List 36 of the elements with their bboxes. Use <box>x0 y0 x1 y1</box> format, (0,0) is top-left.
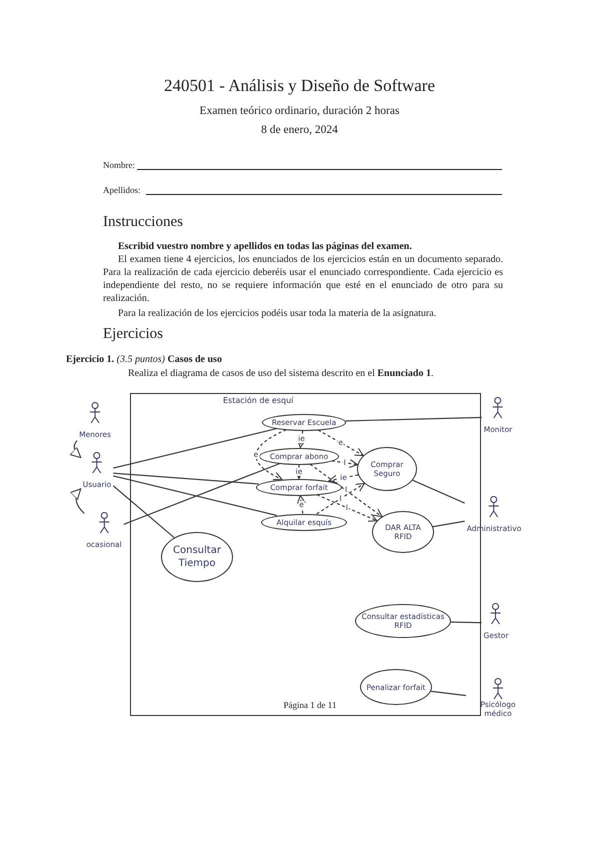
association-line <box>412 480 465 504</box>
page-number: Página 1 de 11 <box>282 700 338 712</box>
page-title: 240501 - Análisis y Diseño de Software <box>162 76 436 96</box>
field-label: Apellidos: <box>103 185 140 197</box>
exercise-heading: Ejercicio 1. (3.5 puntos) Casos de uso <box>66 353 223 366</box>
dependency-arrow <box>296 430 306 448</box>
date-text: 8 de enero, 2024 <box>260 123 339 138</box>
dependency-arrow <box>316 482 365 514</box>
section-heading: Instrucciones <box>103 213 184 232</box>
exercise-instruction: Realiza el diagrama de casos de uso del sistema descrito en el Enunciado 1. <box>128 367 434 380</box>
generalization-arrow <box>70 488 85 514</box>
dependency-arrow <box>296 495 306 514</box>
field-label: Nombre: <box>103 160 135 172</box>
subtitle: Examen teórico ordinario, duración 2 horas <box>198 104 400 119</box>
instruction-text: Para la realización de los ejercicios podéis usar toda la materia de la asignatura. <box>118 307 438 320</box>
dependency-arrow <box>256 429 286 480</box>
association-line <box>113 475 277 516</box>
association-line <box>112 485 175 538</box>
dependency-arrow <box>328 474 358 484</box>
association-line <box>113 472 259 485</box>
association-line <box>123 462 280 525</box>
generalization-arrow <box>70 440 82 458</box>
association-line <box>346 416 482 422</box>
dependency-arrow <box>332 459 358 468</box>
instruction-text: Escribid vuestro nombre y apellidos en todas las páginas del examen. <box>118 240 413 253</box>
dependency-arrow <box>316 494 378 522</box>
dependency-arrow <box>318 430 364 456</box>
association-line <box>432 520 465 528</box>
dependency-arrow <box>294 464 304 479</box>
association-line <box>430 690 466 696</box>
instruction-text: El examen tiene 4 ejercicios, los enunciados de los ejercicios están en un documento separado. Para la realización de cada ejercicio deberéis usar el enunciado correspondiente. Cada ejercicio es independiente del resto, no se requiere información que esté en el enunciado de otro para su realización. <box>103 253 503 305</box>
dependency-arrow <box>310 464 382 518</box>
section-heading: Ejercicios <box>103 325 164 344</box>
boundary-label: Estación de esquí <box>223 396 294 405</box>
association-line <box>450 621 482 624</box>
use-case-ellipse: Consultar Tiempo <box>161 532 233 582</box>
